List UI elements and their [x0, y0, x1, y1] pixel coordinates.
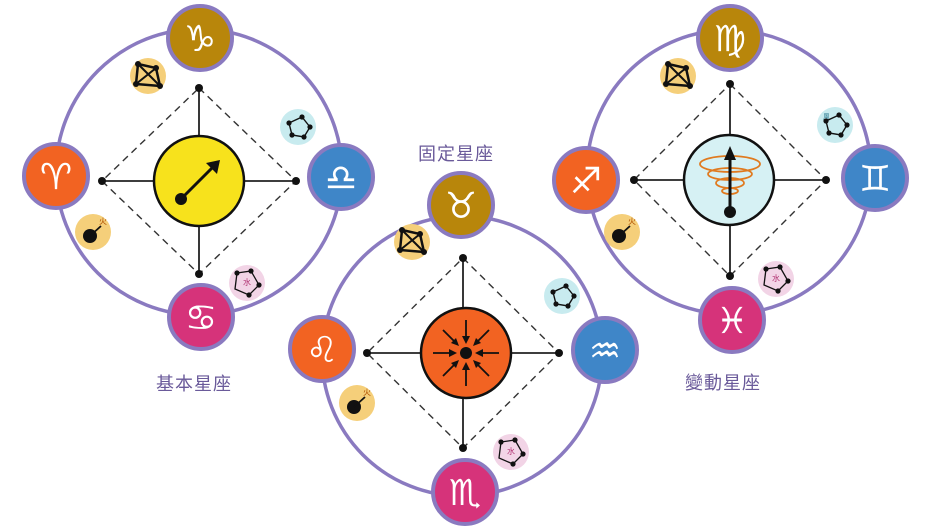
fixed-group: ♉ ♌ ♒ ♏ 火: [288, 171, 639, 526]
arrow-out-icon: [175, 160, 220, 205]
svg-text:火: 火: [99, 217, 107, 226]
sign-aries: ♈: [22, 142, 90, 210]
mutable-center: [682, 133, 776, 227]
water-element-badge: 水: [493, 434, 529, 470]
taurus-icon: ♉: [445, 186, 477, 227]
scorpio-icon: ♏: [449, 473, 481, 514]
air-element-badge: [544, 278, 580, 314]
arrows-inward-icon: [433, 320, 499, 386]
sign-libra: ♎: [307, 143, 375, 211]
svg-text:水: 水: [772, 273, 780, 283]
libra-icon: ♎: [325, 158, 357, 199]
aries-icon: ♈: [40, 157, 72, 198]
earth-element-badge: [394, 224, 430, 260]
sign-sagittarius: ♐: [552, 146, 620, 214]
mutable-dashed-diamond: [633, 83, 827, 277]
fixed-center: [419, 306, 513, 400]
sign-pisces: ♓: [698, 286, 766, 354]
svg-text:水: 水: [507, 446, 515, 456]
gemini-icon: ♊: [859, 159, 891, 200]
sign-aquarius: ♒: [571, 316, 639, 384]
spiral-arrow-icon: [699, 146, 761, 218]
fire-element-badge: 火: [75, 214, 111, 250]
svg-text:火: 火: [628, 217, 636, 226]
mutable-group: ♍ ♐ ♊ ♓ 風: [552, 4, 909, 354]
mutable-caption: 變動星座: [685, 373, 761, 394]
sign-virgo: ♍: [696, 4, 764, 72]
svg-text:火: 火: [363, 388, 371, 397]
earth-element-badge: [660, 58, 696, 94]
sign-taurus: ♉: [427, 171, 495, 239]
svg-text:水: 水: [243, 277, 251, 287]
cardinal-group: ♑ ♈ ♎ ♋: [22, 4, 375, 351]
leo-icon: ♌: [306, 330, 338, 371]
fire-element-badge: 火: [339, 385, 375, 421]
pisces-icon: ♓: [716, 301, 748, 342]
sign-cancer: ♋: [167, 283, 235, 351]
fire-element-badge: 火: [604, 214, 640, 250]
fixed-caption: 固定星座: [418, 144, 494, 165]
sagittarius-icon: ♐: [570, 161, 602, 202]
sign-leo: ♌: [288, 315, 356, 383]
sign-gemini: ♊: [841, 144, 909, 212]
svg-text:風: 風: [823, 113, 830, 121]
sign-capricorn: ♑: [166, 4, 234, 72]
aquarius-icon: ♒: [589, 331, 621, 372]
water-element-badge: 水: [229, 265, 265, 301]
cancer-icon: ♋: [185, 298, 217, 339]
capricorn-icon: ♑: [184, 19, 216, 60]
cardinal-center: [152, 134, 246, 228]
cardinal-caption: 基本星座: [156, 374, 232, 395]
water-element-badge: 水: [758, 261, 794, 297]
sign-scorpio: ♏: [431, 458, 499, 526]
air-element-badge: 風: [817, 107, 853, 143]
virgo-icon: ♍: [714, 19, 746, 60]
earth-element-badge: [130, 58, 166, 94]
air-element-badge: [280, 109, 316, 145]
